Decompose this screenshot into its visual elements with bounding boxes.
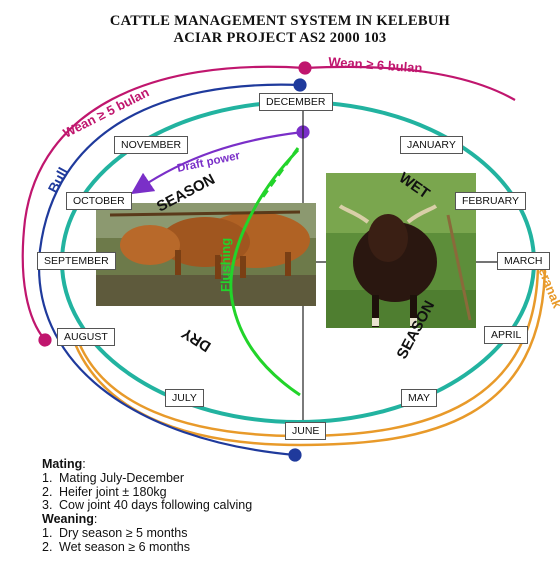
flushing-label: Flushing (218, 238, 233, 292)
wean-5-arc (21, 61, 312, 347)
month-june: JUNE (285, 422, 327, 440)
month-september: SEPTEMBER (37, 252, 116, 270)
mating-item-1: Mating July-December (59, 470, 185, 485)
month-july: JULY (165, 389, 204, 407)
month-october: OCTOBER (66, 192, 132, 210)
peranak-arc-outer (68, 261, 547, 447)
mating-item-3: Cow joint 40 days following calving (59, 498, 253, 513)
title-line-2: ACIAR PROJECT AS2 2000 103 (173, 30, 387, 46)
mating-heading: Mating (42, 457, 83, 471)
month-may: MAY (401, 389, 437, 407)
photo-draft-cattle (96, 203, 316, 306)
list-item: 2.Heifer joint ± 180kg (42, 484, 167, 499)
month-november: NOVEMBER (114, 136, 189, 154)
month-december: DECEMBER (259, 93, 333, 111)
title-line-1: CATTLE MANAGEMENT SYSTEM IN KELEBUH (109, 13, 451, 29)
flushing-dash (260, 147, 300, 199)
mating-colon: : (82, 457, 86, 471)
mating-item-2: Heifer joint ± 180kg (59, 484, 167, 499)
weaning-heading-row: Weaning: (42, 512, 402, 527)
notes-panel: Mating: 1.Mating July-December 2.Heifer … (42, 457, 402, 555)
list-item: 3.Cow joint 40 days following calving (42, 498, 253, 513)
month-august: AUGUST (57, 328, 115, 346)
wean-6-arc (304, 65, 516, 101)
month-april: APRIL (484, 326, 529, 344)
bull-label: Bull (45, 165, 72, 196)
dry-label: DRY (179, 324, 214, 355)
list-item: 1.Mating July-December (42, 470, 185, 485)
month-february: FEBRUARY (455, 192, 526, 210)
list-item: 2.Wet season ≥ 6 months (42, 539, 190, 554)
draft-power-arc (130, 125, 310, 195)
weaning-item-2: Wet season ≥ 6 months (59, 539, 190, 554)
month-january: JANUARY (400, 136, 463, 154)
weaning-heading: Weaning (42, 512, 94, 527)
mating-heading-row: Mating: (42, 457, 402, 472)
wean-6-label: Wean ≥ 6 bulan (328, 54, 423, 76)
list-item: 1.Dry season ≥ 5 months (42, 525, 188, 540)
weaning-item-1: Dry season ≥ 5 months (59, 525, 188, 540)
weaning-colon: : (93, 512, 98, 527)
photo-bali-bull (326, 173, 476, 328)
month-march: MARCH (497, 252, 550, 270)
